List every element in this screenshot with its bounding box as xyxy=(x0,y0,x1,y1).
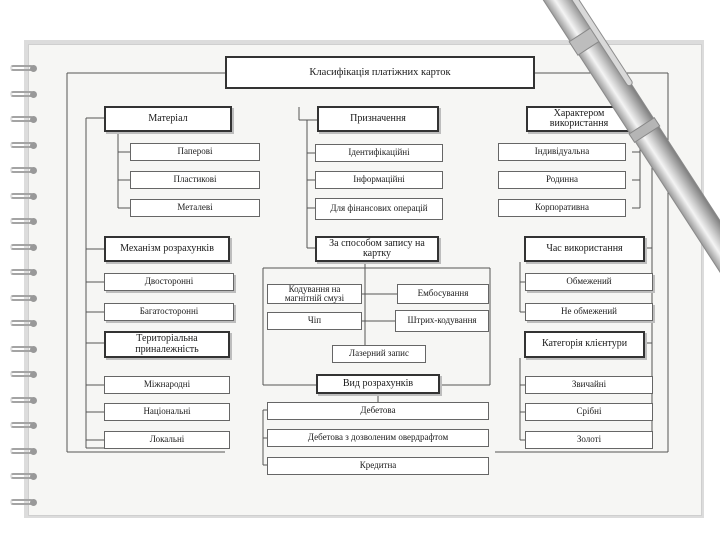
purpose-item-identification: Ідентифікаційні xyxy=(315,144,443,162)
settlement-mechanism-header: Механізм розрахунків xyxy=(104,236,230,262)
recording-method-header: За способом запису на картку xyxy=(315,236,439,262)
settlement-item-debit-overdraft: Дебетова з дозволеним овердрафтом xyxy=(267,429,489,447)
spiral-ring xyxy=(10,472,40,481)
recording-item-laser: Лазерний запис xyxy=(332,345,426,363)
spiral-ring xyxy=(10,421,40,430)
material-header: Матеріал xyxy=(104,106,232,132)
territorial-item-international: Міжнародні xyxy=(104,376,230,394)
client-item-gold: Золоті xyxy=(525,431,653,449)
usage-character-header: Характером використання xyxy=(526,106,632,132)
recording-item-magnetic: Кодування на магнітній смузі xyxy=(267,284,362,304)
material-item-paper: Паперові xyxy=(130,143,260,161)
client-category-header: Категорія клієнтури xyxy=(524,331,645,358)
usage-item-corporate: Корпоративна xyxy=(498,199,626,217)
spiral-ring xyxy=(10,115,40,124)
usage-item-individual: Індивідуальна xyxy=(498,143,626,161)
purpose-item-information: Інформаційні xyxy=(315,171,443,189)
usage-time-item-limited: Обмежений xyxy=(525,273,653,291)
spiral-ring xyxy=(10,64,40,73)
usage-time-item-unlimited: Не обмежений xyxy=(525,303,653,321)
purpose-item-financial: Для фінансових операцій xyxy=(315,198,443,220)
spiral-ring xyxy=(10,268,40,277)
settlement-type-header: Вид розрахунків xyxy=(316,374,440,394)
purpose-header: Призначення xyxy=(317,106,439,132)
spiral-ring xyxy=(10,217,40,226)
diagram-title: Класифікація платіжних карток xyxy=(225,56,535,89)
spiral-ring xyxy=(10,345,40,354)
usage-item-family: Родинна xyxy=(498,171,626,189)
territorial-item-national: Національні xyxy=(104,403,230,421)
spiral-ring xyxy=(10,90,40,99)
settlement-item-debit: Дебетова xyxy=(267,402,489,420)
spiral-ring xyxy=(10,166,40,175)
spiral-ring xyxy=(10,370,40,379)
mechanism-item-multilateral: Багатосторонні xyxy=(104,303,234,321)
spiral-ring xyxy=(10,294,40,303)
material-item-plastic: Пластикові xyxy=(130,171,260,189)
usage-time-header: Час використання xyxy=(524,236,645,262)
spiral-ring xyxy=(10,192,40,201)
recording-item-embossing: Ембосування xyxy=(397,284,489,304)
material-item-metal: Металеві xyxy=(130,199,260,217)
spiral-ring xyxy=(10,141,40,150)
settlement-item-credit: Кредитна xyxy=(267,457,489,475)
spiral-ring xyxy=(10,243,40,252)
spiral-ring xyxy=(10,319,40,328)
mechanism-item-bilateral: Двосторонні xyxy=(104,273,234,291)
client-item-silver: Срібні xyxy=(525,403,653,421)
client-item-regular: Звичайні xyxy=(525,376,653,394)
territorial-item-local: Локальні xyxy=(104,431,230,449)
spiral-ring xyxy=(10,498,40,507)
spiral-ring xyxy=(10,396,40,405)
recording-item-chip: Чіп xyxy=(267,312,362,330)
territorial-header: Територіальна приналежність xyxy=(104,331,230,358)
spiral-ring xyxy=(10,447,40,456)
recording-item-barcode: Штрих-кодування xyxy=(395,310,489,332)
